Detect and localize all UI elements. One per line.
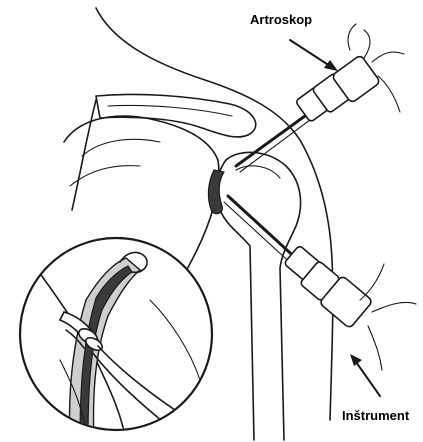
arrow-icon — [350, 354, 380, 396]
glenoid-joint — [208, 170, 224, 214]
arthroscope-label: Artroskop — [250, 12, 312, 27]
arthroscope-tool — [236, 24, 404, 172]
instrument-label: Inštrument — [342, 408, 409, 423]
magnified-detail-inset — [20, 238, 212, 440]
arrow-icon — [290, 40, 338, 71]
